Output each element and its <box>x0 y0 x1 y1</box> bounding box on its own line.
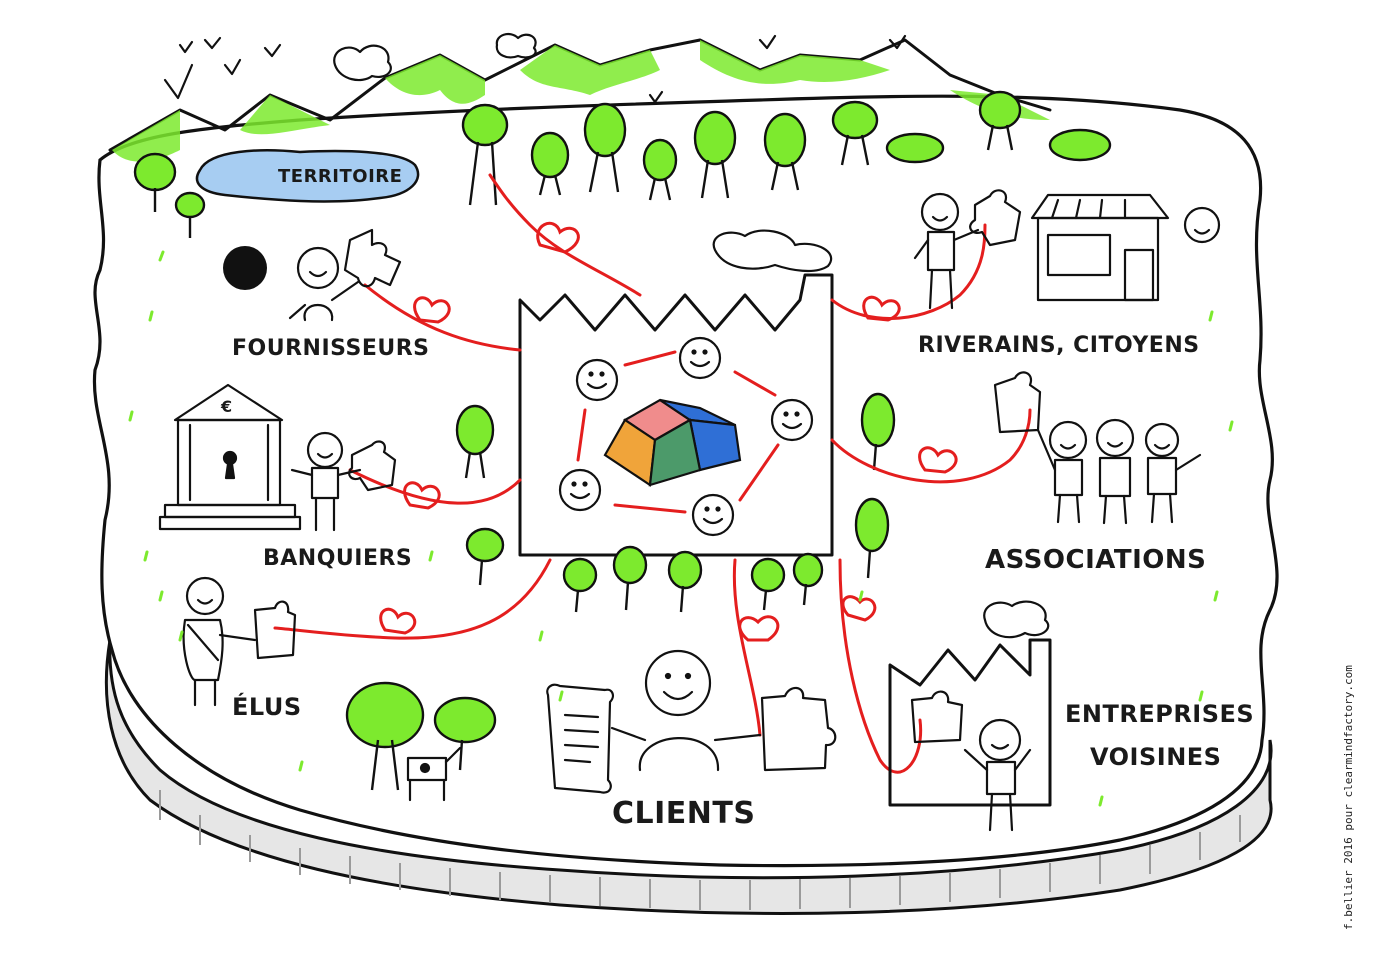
face-icon <box>558 468 602 512</box>
clients-label: CLIENTS <box>612 796 755 831</box>
tree-icon <box>978 90 1022 151</box>
face-icon <box>678 336 722 380</box>
entreprises-label-line2: VOISINES <box>1090 743 1221 771</box>
grass-tufts <box>128 250 1234 807</box>
tree-icon <box>133 152 177 212</box>
mountains <box>108 38 1052 162</box>
face-icon <box>575 358 619 402</box>
tree-icon <box>583 102 627 193</box>
smoke-cloud <box>712 229 833 273</box>
clients-group: CLIENTS <box>546 649 837 831</box>
elus-group: ÉLUS <box>182 576 302 721</box>
tree-icon <box>831 100 879 166</box>
face-icon <box>691 493 735 537</box>
scribble-icon <box>223 246 267 290</box>
link-fournisseurs <box>363 283 522 352</box>
link-banquiers <box>348 468 522 505</box>
puzzle-piece-icon <box>969 189 1022 247</box>
tree-icon <box>1048 128 1112 162</box>
entreprises-label-line1: ENTREPRISES <box>1065 700 1254 728</box>
central-factory <box>518 229 834 557</box>
credit-text: f.bellier 2016 pour clearmindfactory.com <box>1342 665 1355 930</box>
puzzle-piece-icon <box>348 440 397 492</box>
banquiers-label: BANQUIERS <box>263 546 412 571</box>
tree-icon <box>461 103 509 206</box>
euro-icon: € <box>220 397 233 416</box>
exchange-arrows <box>576 350 780 514</box>
smoke-cloud <box>983 600 1050 639</box>
tree-icon <box>885 132 945 164</box>
island-base-hatching <box>159 790 1241 910</box>
fournisseurs-group: FOURNISSEURS <box>223 228 430 361</box>
tree-icon <box>763 112 807 191</box>
lake <box>195 149 420 203</box>
puzzle-icon <box>603 398 742 487</box>
tree-icon <box>465 527 505 586</box>
scroll-icon <box>546 683 614 794</box>
link-clients <box>732 558 762 737</box>
shop-icon <box>1030 193 1170 302</box>
tree-icon <box>562 557 598 613</box>
face-icon <box>770 398 814 442</box>
puzzle-piece-icon <box>343 228 402 288</box>
island-base <box>104 639 1273 915</box>
tree-icon <box>792 552 824 606</box>
shopkeeper-face-icon <box>1183 206 1221 244</box>
elus-label: ÉLUS <box>232 692 302 721</box>
forest <box>133 90 1112 238</box>
banquiers-group: € BANQUIERS <box>158 383 412 571</box>
tree-icon <box>642 138 678 201</box>
bank-icon <box>158 383 302 531</box>
puzzle-piece-icon <box>993 371 1042 434</box>
entreprises-group: ENTREPRISES VOISINES <box>888 600 1254 832</box>
person-icon <box>288 246 360 322</box>
tree-icon <box>854 497 890 579</box>
tree-cow-group <box>345 681 497 802</box>
factory-trees <box>455 392 896 613</box>
tree-icon <box>174 191 206 238</box>
riverains-group: RIVERAINS, CITOYENS <box>913 189 1221 358</box>
person-icon <box>610 649 762 772</box>
associations-group: ASSOCIATIONS <box>985 371 1206 575</box>
tree-icon <box>433 696 497 771</box>
link-entreprises <box>838 558 923 774</box>
tree-icon <box>345 681 425 791</box>
puzzle-piece-icon <box>253 600 297 660</box>
tree-icon <box>612 545 648 611</box>
fournisseurs-label: FOURNISSEURS <box>232 336 430 361</box>
link-territoire <box>488 173 642 297</box>
tree-icon <box>860 392 896 471</box>
person-icon <box>182 576 257 707</box>
neighbor-factory-icon <box>888 638 1052 807</box>
team-faces <box>558 336 814 537</box>
territory-label: TERRITOIRE <box>278 166 402 187</box>
tree-icon <box>750 557 786 611</box>
riverains-label: RIVERAINS, CITOYENS <box>918 333 1200 358</box>
tree-icon <box>530 131 570 196</box>
cow-icon <box>406 746 462 802</box>
person-icon <box>963 718 1032 832</box>
puzzle-piece-icon <box>760 686 837 772</box>
birds <box>163 34 907 104</box>
link-associations <box>830 408 1032 484</box>
link-elus <box>273 558 552 640</box>
tree-icon <box>693 110 737 199</box>
clouds <box>333 32 537 82</box>
associations-label: ASSOCIATIONS <box>985 545 1206 575</box>
people-group-icon <box>1036 418 1202 525</box>
puzzle-piece-icon <box>910 690 964 744</box>
tree-icon <box>667 550 703 613</box>
person-icon <box>290 431 362 532</box>
tree-icon <box>455 404 495 479</box>
